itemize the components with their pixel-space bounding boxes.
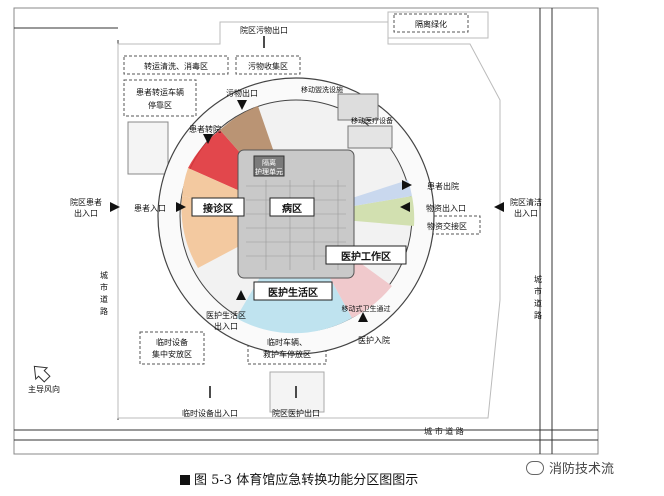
label-staff-living: 医护生活区 (268, 286, 318, 299)
svg-text:道: 道 (534, 298, 542, 308)
label-wind: 主导风向 (28, 384, 60, 394)
wind-arrow-icon (33, 365, 51, 383)
svg-text:城: 城 (534, 275, 542, 284)
label-hospital-patient-gate-2: 出入口 (74, 208, 98, 218)
gate-ticks (209, 36, 297, 398)
isolation-unit-box (253, 155, 285, 177)
label-ward: 病区 (282, 202, 302, 215)
label-city-road-bottom: 城 市 道 路 (424, 426, 464, 436)
living-gate-arrow (236, 290, 246, 300)
caption-text: 图 5-3 体育馆应急转换功能分区图图示 (194, 473, 419, 488)
label-temp-vehicle-2: 救护车停放区 (263, 349, 311, 359)
svg-text:城: 城 (100, 271, 108, 280)
ward-label-box (269, 197, 315, 217)
watermark: 消防技术流 (526, 458, 614, 477)
watermark-text: 消防技术流 (549, 462, 615, 477)
label-supply-entrance: 物资出入口 (426, 203, 466, 213)
label-medical-work: 医护工作区 (341, 250, 391, 263)
diagram-frame (13, 7, 599, 455)
label-temp-vehicle-1: 临时车辆、 (267, 337, 307, 347)
label-patient-vehicle-1: 患者转运车辆 (136, 87, 184, 97)
label-city-road-left: 城 市 道 路 (100, 271, 108, 316)
label-staff-living-gate-1: 医护生活区 (206, 310, 246, 320)
label-patient-vehicle-2: 停靠区 (148, 100, 172, 110)
svg-text:路: 路 (534, 310, 542, 320)
label-waste-collect: 污物收集区 (248, 61, 288, 71)
supply-arrow (400, 202, 410, 212)
figure-caption: 图 5-3 体育馆应急转换功能分区图图示 (180, 469, 418, 488)
label-supply-exchange: 物资交接区 (427, 221, 467, 231)
label-patient-discharge: 患者出院 (427, 181, 459, 191)
label-temp-equipment-2: 集中安放区 (152, 349, 192, 359)
zone-waste-collect (235, 55, 301, 75)
zone-patient-vehicle (123, 79, 197, 117)
label-hospital-patient-gate-1: 院区患者 (70, 197, 102, 207)
zone-temp-equipment (139, 331, 205, 365)
label-temp-equipment-1: 临时设备 (156, 337, 188, 347)
label-staff-living-gate-2: 出入口 (214, 321, 238, 331)
south-block (269, 371, 325, 413)
label-temp-equip-gate: 临时设备出入口 (182, 408, 238, 418)
discharge-arrow (402, 180, 412, 190)
transfer-arrow (203, 134, 213, 144)
label-isolation-unit-2: 护理单元 (255, 167, 283, 176)
mobile-wash-area (337, 93, 379, 121)
label-patient-entrance: 患者入口 (134, 203, 166, 213)
label-mobile-medical: 移动医疗设备 (351, 116, 393, 125)
staff-entry-arrow (358, 312, 368, 322)
zone-isolation-green (393, 13, 469, 33)
label-waste-out: 污物出口 (226, 88, 258, 98)
site-boundary (117, 21, 501, 419)
label-reception: 接诊区 (203, 202, 233, 215)
svg-text:市: 市 (534, 286, 542, 296)
label-city-road-right: 城 市 道 路 (534, 275, 542, 320)
reception-label-box (191, 197, 245, 217)
label-hospital-clean-gate-2: 出入口 (514, 208, 538, 218)
isolation-parcel (387, 11, 489, 39)
hospital-patient-arrow (110, 202, 120, 212)
label-patient-transfer: 患者转院 (189, 124, 221, 134)
label-waste-exit: 院区污物出口 (240, 25, 288, 35)
living-label-box (253, 281, 333, 301)
parking-block (127, 121, 169, 175)
wechat-icon (526, 461, 544, 475)
label-transfer-clean: 转运清洗、消毒区 (144, 61, 208, 71)
label-mobile-sanitary: 移动式卫生通过 (342, 304, 391, 313)
zone-transfer-clean (123, 55, 229, 75)
waste-out-arrow (237, 100, 247, 110)
svg-text:道: 道 (100, 294, 108, 304)
label-isolation-unit-1: 隔离 (262, 158, 276, 167)
label-staff-entrance: 医护入院 (358, 335, 390, 345)
label-isolation-green: 隔离绿化 (415, 19, 447, 29)
svg-text:路: 路 (100, 306, 108, 316)
label-mobile-wash: 移动盥洗设施 (301, 85, 343, 94)
ward-grid (246, 180, 346, 270)
svg-text:市: 市 (100, 282, 108, 292)
clean-gate-arrow (494, 202, 504, 212)
caption-square-icon (180, 475, 190, 485)
label-staff-gate: 院区医护出口 (272, 408, 320, 418)
medical-label-box (325, 245, 407, 265)
mobile-medical-area (347, 125, 393, 149)
patient-entry-arrow (176, 202, 186, 212)
label-hospital-clean-gate-1: 院区清洁 (510, 197, 542, 207)
